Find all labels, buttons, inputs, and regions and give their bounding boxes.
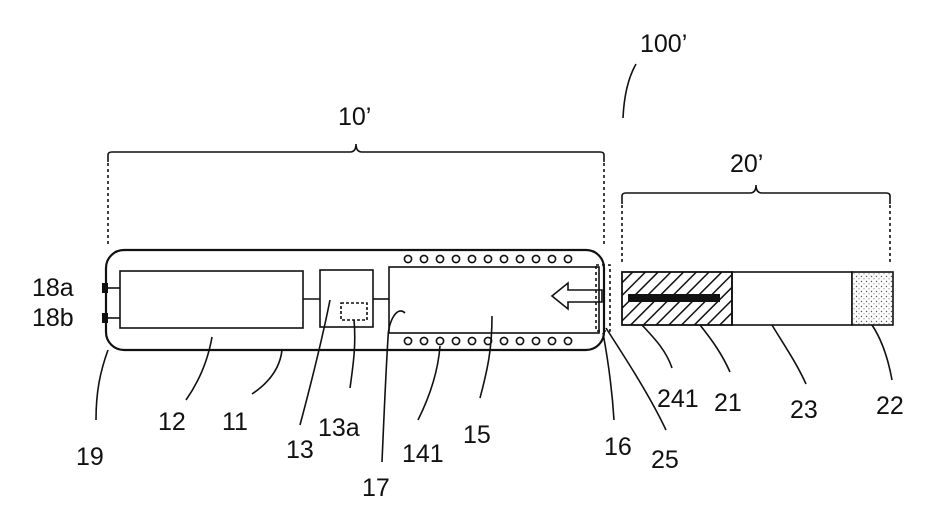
leader-chamber	[480, 316, 492, 398]
insert-arrow	[552, 283, 602, 309]
label-connector-b: 18b	[32, 304, 74, 332]
label-heater-blade: 241	[657, 385, 699, 413]
controller-sub	[341, 303, 367, 320]
leader-housing	[252, 350, 282, 394]
leader-insert-arrow	[606, 328, 666, 430]
battery	[120, 271, 303, 328]
label-sensor-line: 17	[362, 474, 390, 502]
leader-heater-blade	[642, 325, 672, 368]
heater-coil	[404, 255, 571, 344]
device-brace	[108, 144, 604, 162]
leader-heater-coil	[418, 346, 440, 420]
label-controller: 13	[286, 436, 314, 464]
label-housing: 11	[222, 408, 248, 436]
label-filter: 22	[876, 392, 904, 420]
assembly-leader	[623, 64, 636, 118]
heater-blade	[628, 294, 720, 302]
label-controller-sub: 13a	[318, 414, 360, 442]
label-article: 20’	[730, 150, 763, 178]
article-brace	[622, 185, 890, 204]
leader-controller-sub	[350, 320, 355, 388]
leader-battery	[186, 337, 212, 400]
label-connector-a: 18a	[32, 274, 74, 302]
label-assembly: 100’	[640, 30, 687, 58]
middle-section	[732, 272, 852, 325]
label-opening: 16	[604, 433, 632, 461]
label-tobacco: 21	[714, 389, 742, 417]
leader-filter	[872, 325, 892, 380]
leader-controller	[300, 300, 330, 425]
leader-tobacco	[700, 325, 730, 372]
label-insert-arrow: 25	[651, 446, 679, 474]
label-device: 10’	[338, 103, 371, 131]
filter	[852, 272, 893, 325]
label-heater-coil: 141	[402, 440, 444, 468]
label-middle: 23	[790, 396, 818, 424]
leader-opening	[603, 333, 614, 420]
controller	[320, 270, 373, 327]
connector-a	[102, 283, 108, 293]
leader-middle	[772, 325, 806, 384]
label-housing-end: 19	[76, 443, 104, 471]
label-battery: 12	[158, 408, 186, 436]
connector-b	[102, 313, 108, 323]
leader-housing-end	[96, 350, 108, 420]
chamber	[389, 267, 599, 333]
label-chamber: 15	[463, 421, 491, 449]
